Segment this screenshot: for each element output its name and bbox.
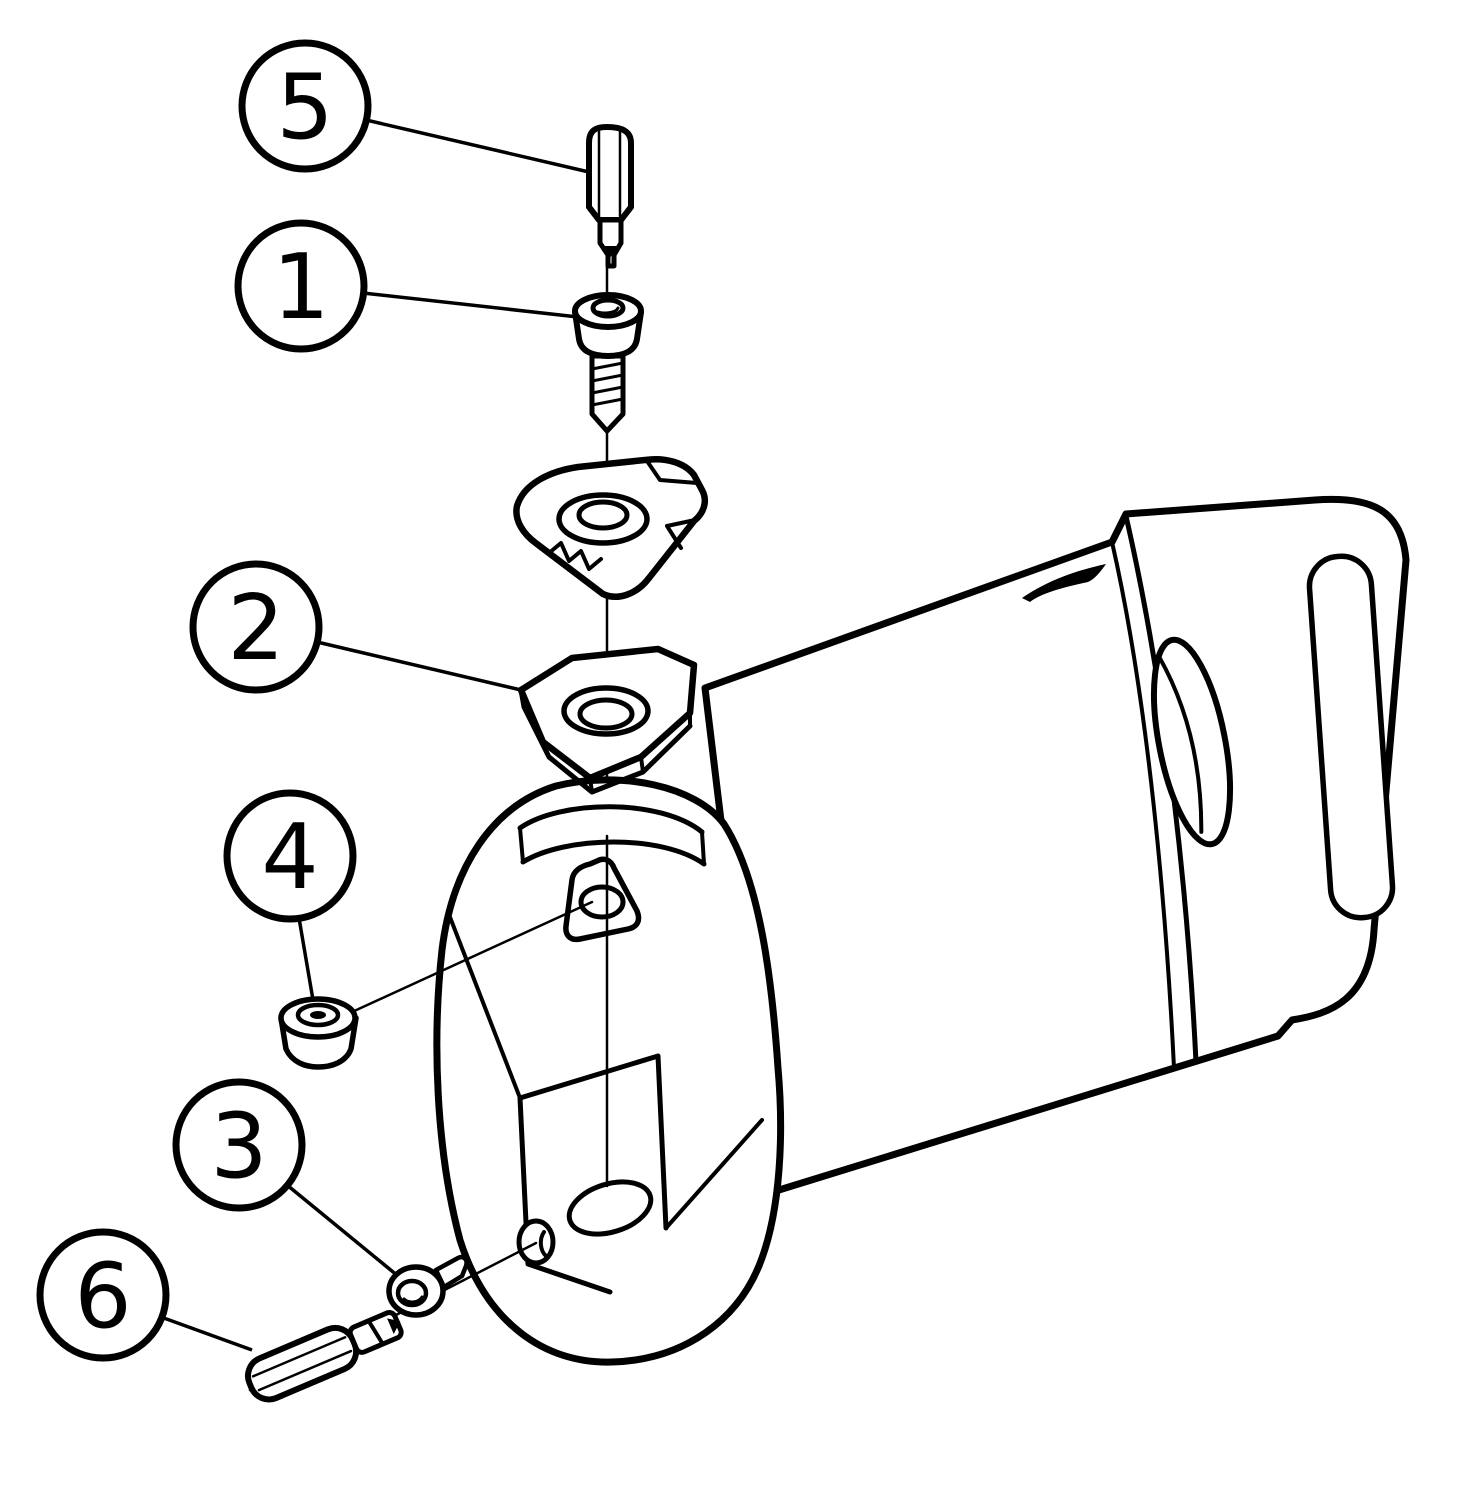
shim-screw-stub	[433, 1254, 469, 1290]
shim-hole-inner	[577, 697, 635, 731]
tool-head	[433, 776, 785, 1366]
bit-shank	[586, 124, 634, 223]
callout-5: 5	[238, 39, 590, 174]
plug-axis-line	[350, 900, 594, 1014]
callout-5-number: 5	[276, 55, 333, 160]
callout-2: 2	[189, 560, 522, 694]
callout-4-leader	[297, 917, 315, 1001]
callout-4-number: 4	[261, 805, 318, 910]
bottom-bit-tip-notch	[387, 1318, 401, 1334]
shim-thickness-verticals	[588, 711, 692, 794]
bit-facet-lines	[597, 129, 622, 218]
callout-6: 6	[36, 1228, 253, 1362]
tool-body	[701, 495, 1410, 1198]
driver-bit-top	[586, 124, 634, 269]
callout-6-leader	[160, 1315, 253, 1352]
coupling-slot-depth-line	[1157, 654, 1204, 834]
callout-1: 1	[234, 219, 579, 353]
bottom-bit-shank	[245, 1324, 360, 1403]
insert-hole-inner	[576, 499, 630, 531]
lower-oval-hole	[566, 1179, 654, 1237]
callout-6-balloon	[36, 1228, 170, 1362]
insert-clamp-screw	[572, 292, 644, 434]
insert-cutting-notch	[665, 518, 697, 550]
callout-1-number: 1	[272, 235, 329, 340]
callouts: 5 1 2 4 3 6	[36, 39, 590, 1362]
screw-threads	[590, 361, 625, 407]
screw-socket-arc	[596, 306, 620, 315]
shank-end-face	[1306, 553, 1396, 921]
bottom-bit-tip-line	[366, 1318, 385, 1347]
insert-shim	[517, 645, 698, 795]
callout-2-number: 2	[227, 576, 284, 681]
upper-slot-sliver	[1022, 564, 1106, 602]
bit-tip	[597, 217, 624, 269]
plug-hole-bore	[578, 884, 626, 920]
insert-seat-bottom-edge	[520, 839, 707, 867]
callout-2-leader	[316, 640, 522, 692]
callout-1-leader	[362, 291, 579, 319]
bottom-bit-facet-lines	[251, 1335, 353, 1392]
callout-2-balloon	[189, 560, 323, 694]
plug-center	[310, 1011, 326, 1019]
callout-5-balloon	[238, 39, 372, 173]
shim-lock-plug	[278, 996, 359, 1070]
tool-body-outline	[701, 495, 1410, 1198]
insert-top-edge-lines	[645, 459, 699, 485]
insert-seat-top-edge	[517, 804, 705, 835]
callout-3: 3	[172, 1078, 400, 1278]
callout-6-number: 6	[74, 1244, 131, 1349]
callout-3-number: 3	[210, 1094, 267, 1199]
callout-1-balloon	[234, 219, 368, 353]
threading-insert	[513, 456, 708, 600]
insert-teeth	[547, 541, 603, 571]
insert-seat-sides	[518, 826, 706, 866]
shim-screw-socket-arc	[402, 1295, 424, 1304]
shim-screw	[386, 1254, 469, 1318]
driver-bit-bottom	[245, 1309, 404, 1403]
bit-tip-notch	[603, 246, 617, 258]
callout-5-leader	[365, 118, 590, 174]
callout-3-balloon	[172, 1078, 306, 1212]
callout-4-balloon	[223, 789, 357, 923]
callout-3-leader	[285, 1183, 400, 1278]
shim-screw-hole-countersink	[538, 1230, 548, 1258]
shim-thickness-edge	[518, 687, 693, 795]
pocket-crease-right	[664, 1118, 764, 1230]
lower-pocket-edges	[517, 1053, 669, 1295]
callout-4: 4	[223, 789, 357, 1001]
neck-step-line	[1110, 540, 1176, 1070]
pocket-crease-left	[446, 910, 522, 1100]
